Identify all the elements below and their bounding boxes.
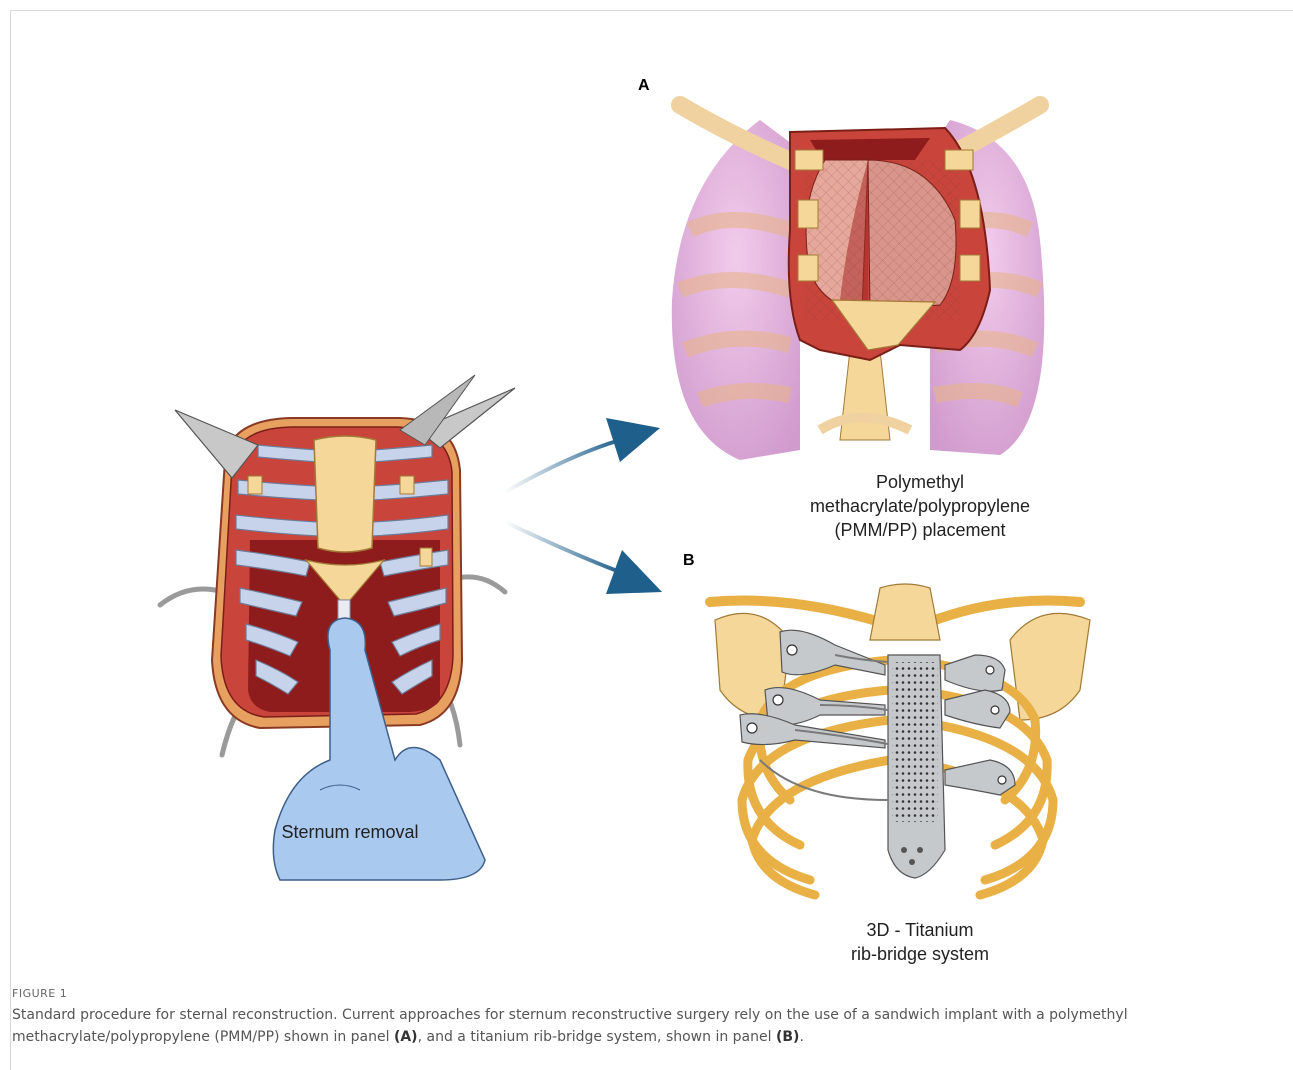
caption-ref-b: (B) [776,1029,799,1045]
pmm-placement-illustration [672,105,1044,460]
pmm-label-line1: Polymethyl [790,470,1050,495]
caption-text-end: . [799,1029,803,1045]
sternum-removal-label: Sternum removal [270,820,430,845]
caption-text-mid: , and a titanium rib-bridge system, show… [418,1029,776,1045]
titanium-rib-bridge-illustration [710,584,1090,895]
figure-number: FIGURE 1 [12,987,67,1000]
pmm-label-line3: (PMM/PP) placement [790,518,1050,543]
arrow-to-a-icon [505,418,660,492]
figure-caption: Standard procedure for sternal reconstru… [12,1004,1272,1048]
panel-letter-a: A [638,77,650,95]
caption-ref-a: (A) [394,1029,418,1045]
panel-letter-b: B [683,552,695,570]
sternum-removal-illustration [160,375,515,880]
titanium-label-line1: 3D - Titanium [820,918,1020,943]
arrow-to-b-icon [505,522,662,594]
pmm-label-line2: methacrylate/polypropylene [790,494,1050,519]
titanium-label-line2: rib-bridge system [820,942,1020,967]
figure-illustration [0,0,1293,1000]
